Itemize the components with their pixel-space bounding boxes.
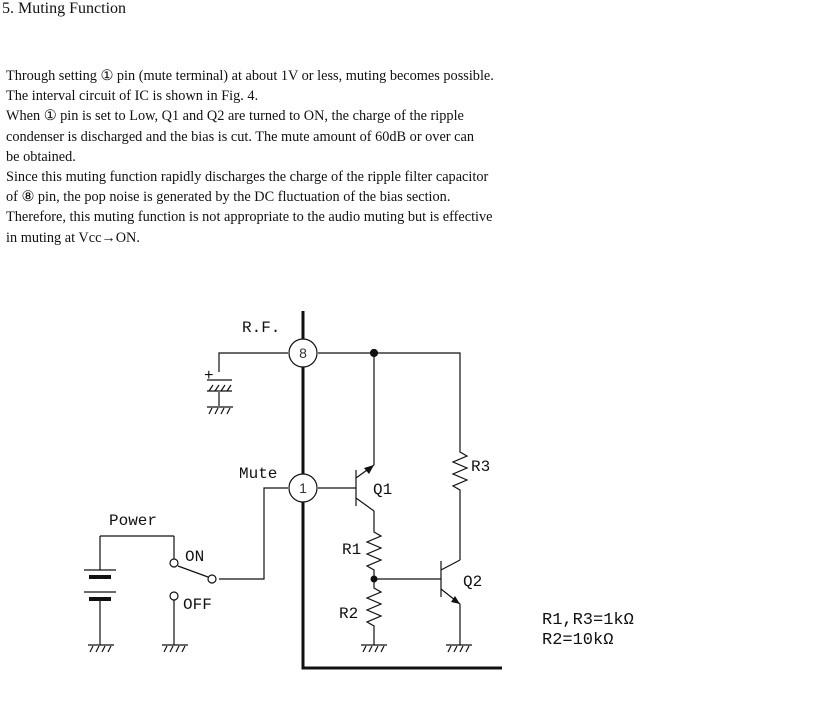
ground-symbol (361, 644, 387, 653)
q2-transistor (374, 559, 461, 645)
paragraph-line: When ① pin is set to Low, Q1 and Q2 are … (6, 108, 464, 125)
pin-8-number: 8 (299, 345, 307, 361)
paragraph-line: Since this muting function rapidly disch… (6, 169, 489, 186)
paragraph-line: in muting at Vcc→ON. (6, 229, 140, 246)
r3-label: R3 (471, 458, 490, 476)
rf-wire (218, 352, 288, 372)
paragraph-line: condenser is discharged and the bias is … (6, 128, 474, 145)
r2-resistor (365, 579, 383, 645)
switch-common-contact (207, 574, 217, 584)
ground-symbol (88, 644, 114, 653)
paragraph-line: Therefore, this muting function is not a… (6, 209, 493, 226)
ripple-capacitor (207, 379, 232, 392)
power-label: Power (109, 512, 157, 530)
q1-transistor (318, 353, 375, 528)
description-paragraph: Through setting ① pin (mute terminal) at… (6, 66, 646, 248)
ground-symbol (207, 406, 233, 415)
ground-symbol (162, 644, 188, 653)
top-rail (318, 352, 461, 448)
off-label: OFF (183, 596, 212, 614)
q2-emitter-arrow (451, 596, 460, 604)
section-heading: 5. Muting Function (2, 0, 127, 17)
paragraph-line: be obtained. (6, 148, 76, 165)
r1-label: R1 (342, 541, 361, 559)
paragraph-line: The interval circuit of IC is shown in F… (6, 88, 259, 105)
q1-label: Q1 (373, 481, 392, 499)
mute-wire (219, 487, 288, 580)
battery (84, 535, 174, 645)
resistor-values-note: R1,R3=1kΩ (542, 611, 634, 630)
q1-emitter-arrow (364, 465, 374, 474)
q2-label: Q2 (463, 573, 482, 591)
battery-plate (89, 575, 111, 579)
rf-label: R.F. (242, 319, 280, 337)
r3-resistor (451, 448, 469, 560)
ground-symbol (446, 644, 472, 653)
paragraph-line: Through setting ① pin (mute terminal) at… (6, 68, 494, 84)
on-label: ON (185, 548, 204, 566)
r2-label: R2 (339, 605, 358, 623)
pin-8-circle (288, 338, 318, 368)
ground-bus (301, 311, 502, 670)
pin-1-circle (288, 473, 318, 503)
mute-label: Mute (239, 465, 277, 483)
power-switch (169, 536, 209, 645)
paragraph-line: of ⑧ pin, the pop noise is generated by … (6, 189, 451, 206)
r1-resistor (365, 528, 383, 579)
battery-plate (89, 597, 111, 601)
pin-1-number: 1 (299, 480, 307, 496)
plus-sign: + (204, 367, 214, 385)
resistor-values-note: R2=10kΩ (542, 631, 613, 650)
